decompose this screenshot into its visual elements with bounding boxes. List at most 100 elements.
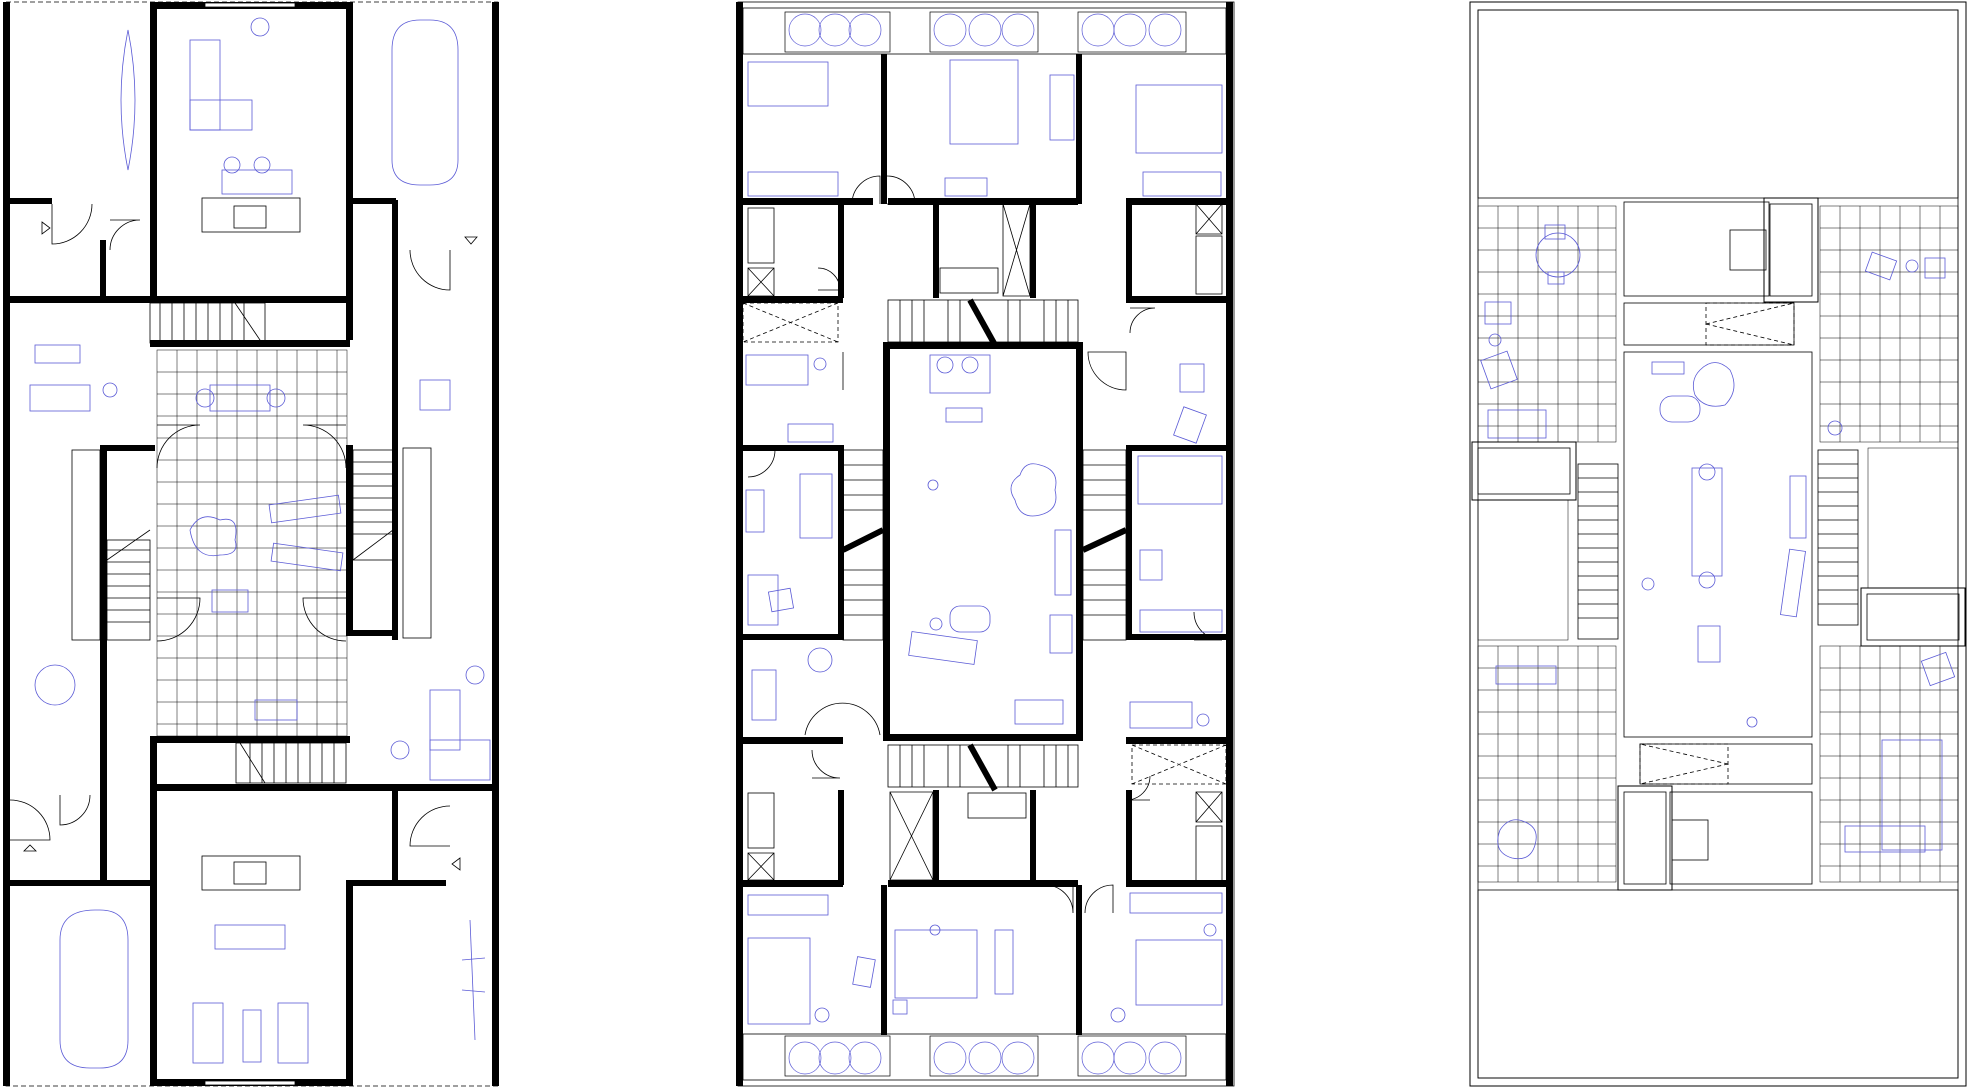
kitchen-counter-left xyxy=(71,449,101,641)
marker-triangle-4 xyxy=(451,857,461,871)
skylight-4-inner xyxy=(1623,791,1667,885)
stair-bar-3 xyxy=(841,527,885,553)
terrace-grids xyxy=(1477,205,1959,883)
wall-2-v3 xyxy=(883,342,890,740)
roof-plan xyxy=(1469,1,1967,1087)
wall-2-v16 xyxy=(1030,790,1036,885)
wall-left xyxy=(3,2,10,1086)
door-arc-2 xyxy=(109,219,141,251)
doors-upper xyxy=(747,175,1223,914)
wall-v-5 xyxy=(392,790,398,880)
roof-central-top xyxy=(1623,201,1770,297)
wall-2-v6 xyxy=(1126,445,1132,640)
wall-2-h4 xyxy=(883,342,1083,349)
roof-bottom-panel xyxy=(1477,889,1959,1079)
balcony-bottom xyxy=(742,1033,1227,1081)
roof-outer xyxy=(1469,1,1967,1087)
skylight-3 xyxy=(1763,197,1819,303)
wall-h-8 xyxy=(346,880,446,886)
wall-2-h3 xyxy=(1126,198,1226,205)
furniture-upper xyxy=(745,59,1223,1025)
chimney-1 xyxy=(1729,229,1767,271)
wall-2-v2 xyxy=(1076,54,1082,204)
wall-bottom-unit-right xyxy=(346,880,353,1086)
car-bottom-left xyxy=(59,909,129,1069)
wall-2-v10 xyxy=(1126,198,1132,298)
door-arc-7 xyxy=(409,249,451,291)
marker-triangle-2 xyxy=(464,236,478,245)
door-arc-10 xyxy=(59,794,91,826)
wall-bottom-unit-left xyxy=(150,740,157,1086)
wall-v-2 xyxy=(346,200,353,340)
wall-top-unit-right xyxy=(346,2,353,202)
wall-2-h8 xyxy=(1126,445,1226,451)
skylight-3-inner xyxy=(1769,203,1813,297)
hob-bottom xyxy=(233,861,267,885)
furniture-roof xyxy=(1480,224,1956,860)
door-arc-8 xyxy=(409,805,451,847)
door-arc-4 xyxy=(302,424,347,469)
wall-right xyxy=(492,2,499,1086)
wall-2-h13 xyxy=(743,296,843,303)
wall-v-3 xyxy=(346,445,353,635)
wall-2-h6 xyxy=(743,445,843,451)
wall-h-5 xyxy=(150,736,350,743)
wall-2-v9 xyxy=(838,198,844,298)
window-bottom-unit xyxy=(204,1080,296,1086)
bath-fixtures-upper xyxy=(742,203,1227,885)
wall-2-v13 xyxy=(933,198,939,298)
wall-v-6 xyxy=(100,240,106,300)
car-top-right xyxy=(391,19,459,186)
wall-2-v14 xyxy=(1030,198,1036,298)
kitchen-island-top xyxy=(201,197,301,233)
door-arc-3 xyxy=(156,424,201,469)
wall-2-v4 xyxy=(1076,342,1083,740)
chimney-2 xyxy=(1671,819,1709,861)
wall-2-v5 xyxy=(838,445,844,640)
marker-triangle-1 xyxy=(41,221,51,235)
wall-left-2 xyxy=(736,2,743,1086)
boat-top-left xyxy=(120,29,136,171)
skylight-2 xyxy=(1860,587,1966,647)
ground-floor-plan xyxy=(3,1,499,1087)
wall-h-1 xyxy=(10,198,52,204)
roof-inner xyxy=(1477,9,1959,1079)
marker-triangle-3 xyxy=(23,844,37,852)
stair-top xyxy=(149,302,266,344)
wall-2-v7 xyxy=(881,885,887,1035)
kitchen-counter-right xyxy=(402,447,432,639)
door-arc-1 xyxy=(51,203,93,245)
skylight-2-inner xyxy=(1866,593,1960,641)
wall-2-v1 xyxy=(881,54,887,204)
hob-top xyxy=(233,205,267,229)
wall-2-v15 xyxy=(933,790,939,885)
furniture-ground xyxy=(29,17,491,1064)
skylight-1-inner xyxy=(1477,447,1571,495)
site-boundary xyxy=(5,1,499,1087)
kitchen-island-bottom xyxy=(201,855,301,891)
roof-top-panel xyxy=(1477,9,1959,199)
door-arc-6 xyxy=(302,597,347,642)
wall-2-h15 xyxy=(743,737,843,744)
stair-left xyxy=(106,529,151,641)
wall-2-h12 xyxy=(1126,880,1226,887)
roof-stairs xyxy=(1577,302,1859,785)
wall-v-4 xyxy=(392,200,398,640)
outer-outline xyxy=(737,1,1235,1087)
wall-right-2 xyxy=(1226,2,1233,1086)
wall-2-v12 xyxy=(1126,790,1132,885)
stair-bar-1 xyxy=(967,298,998,347)
wall-2-v8 xyxy=(1076,885,1082,1035)
stairs-upper xyxy=(842,299,1127,788)
wall-2-h2 xyxy=(888,198,1078,205)
wall-2-h10 xyxy=(743,880,843,887)
window-top-unit xyxy=(204,2,296,8)
door-arc-5 xyxy=(156,597,201,642)
upper-floor-plan xyxy=(736,1,1235,1087)
wall-2-h14 xyxy=(1126,296,1226,303)
planters-upper xyxy=(784,11,1187,1077)
stair-bottom xyxy=(235,742,347,784)
wall-2-h9 xyxy=(1126,634,1226,640)
wall-2-h7 xyxy=(743,634,843,640)
